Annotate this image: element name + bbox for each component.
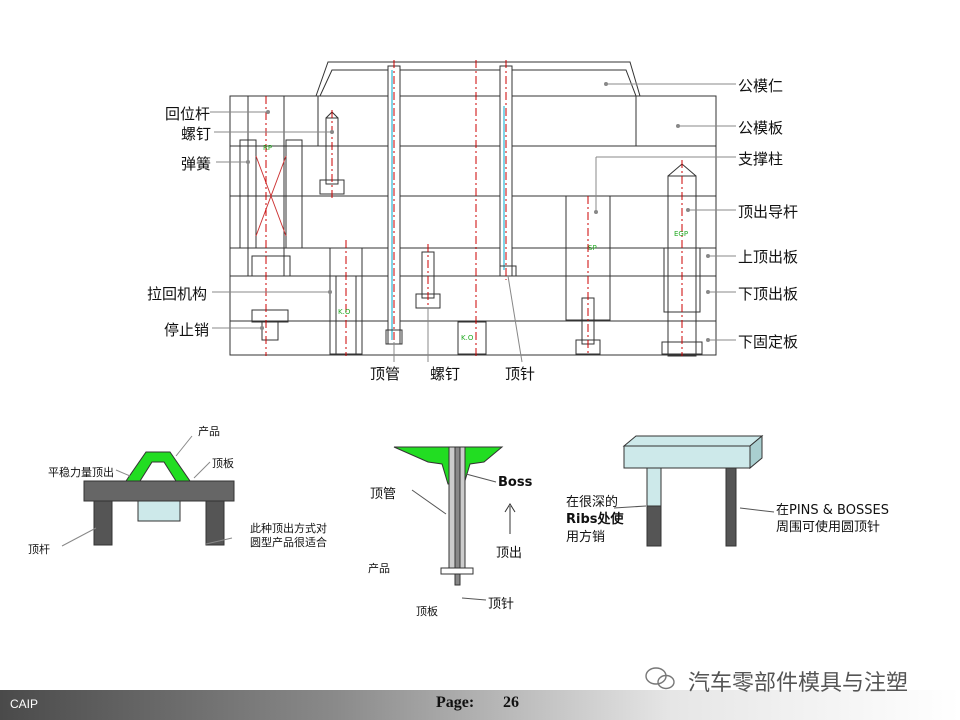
right-ribs-line2: Ribs处使 (566, 512, 624, 527)
label-pullback: 拉回机构 (147, 285, 208, 303)
right-diagram (613, 434, 775, 547)
label-ejector-pin: 顶针 (505, 365, 536, 383)
mid-label-pin: 顶针 (488, 597, 515, 612)
mid-label-plate: 顶板 (416, 605, 438, 618)
upper-ejector-plate (229, 247, 717, 277)
mid-label-boss: Boss (498, 475, 533, 490)
mid-block (229, 145, 717, 197)
label-ejector-guide: 顶出导杆 (738, 203, 799, 221)
left-label-pin: 顶杆 (28, 543, 50, 556)
bottom-clamp-plate (229, 320, 717, 356)
left-label-top-plate: 顶板 (212, 457, 234, 470)
right-pins-line1: 在PINS & BOSSES (776, 503, 889, 518)
mid-diagram (393, 446, 516, 601)
page-label: Page: (436, 694, 475, 711)
label-bottom-clamp: 下固定板 (738, 333, 799, 351)
mid-label-product: 产品 (368, 562, 390, 575)
left-label-balanced: 平稳力量顶出 (48, 466, 114, 479)
mold-assembly (229, 61, 717, 357)
left-diagram (61, 435, 235, 547)
label-screw-2: 螺钉 (430, 365, 461, 383)
core-plate (229, 95, 717, 147)
left-label-product: 产品 (198, 425, 220, 438)
tag-ko: K.O (338, 308, 351, 316)
footer-caip: CAIP (10, 697, 39, 711)
mid-label-eject: 顶出 (496, 546, 523, 561)
label-support: 支撑柱 (738, 150, 784, 168)
tag-sp: SP (588, 244, 597, 252)
spacer-zone (229, 195, 717, 249)
right-ribs-line3: 用方销 (566, 530, 606, 545)
left-note-line1: 此种顶出方式对 (250, 522, 327, 535)
left-note-line2: 圆型产品很适合 (250, 536, 327, 549)
label-sleeve: 顶管 (370, 365, 401, 383)
tag-ko2: K.O (461, 334, 474, 342)
right-pins-line2: 周围可使用圆顶针 (776, 520, 881, 535)
right-ribs-line1: 在很深的 (566, 495, 619, 510)
watermark-text: 汽车零部件模具与注塑 (688, 671, 909, 696)
label-stop-pin: 停止销 (164, 321, 210, 339)
label-spring: 弹簧 (181, 155, 212, 173)
wechat-icon (645, 667, 675, 690)
label-core-plate: 公模板 (738, 119, 784, 137)
label-screw: 螺钉 (181, 125, 212, 143)
footer-bar (0, 690, 960, 720)
tag-egp: EGP (674, 230, 688, 238)
label-core: 公模仁 (738, 77, 784, 95)
label-upper-ejector-plate: 上顶出板 (738, 248, 799, 266)
mid-label-sleeve: 顶管 (370, 487, 397, 502)
lower-ejector-plate (229, 275, 717, 322)
label-return-pin: 回位杆 (165, 105, 211, 123)
tag-rp: RP (263, 144, 272, 152)
core-insert (315, 61, 641, 97)
label-lower-ejector-plate: 下顶出板 (738, 285, 799, 303)
page-number: 26 (503, 694, 519, 711)
